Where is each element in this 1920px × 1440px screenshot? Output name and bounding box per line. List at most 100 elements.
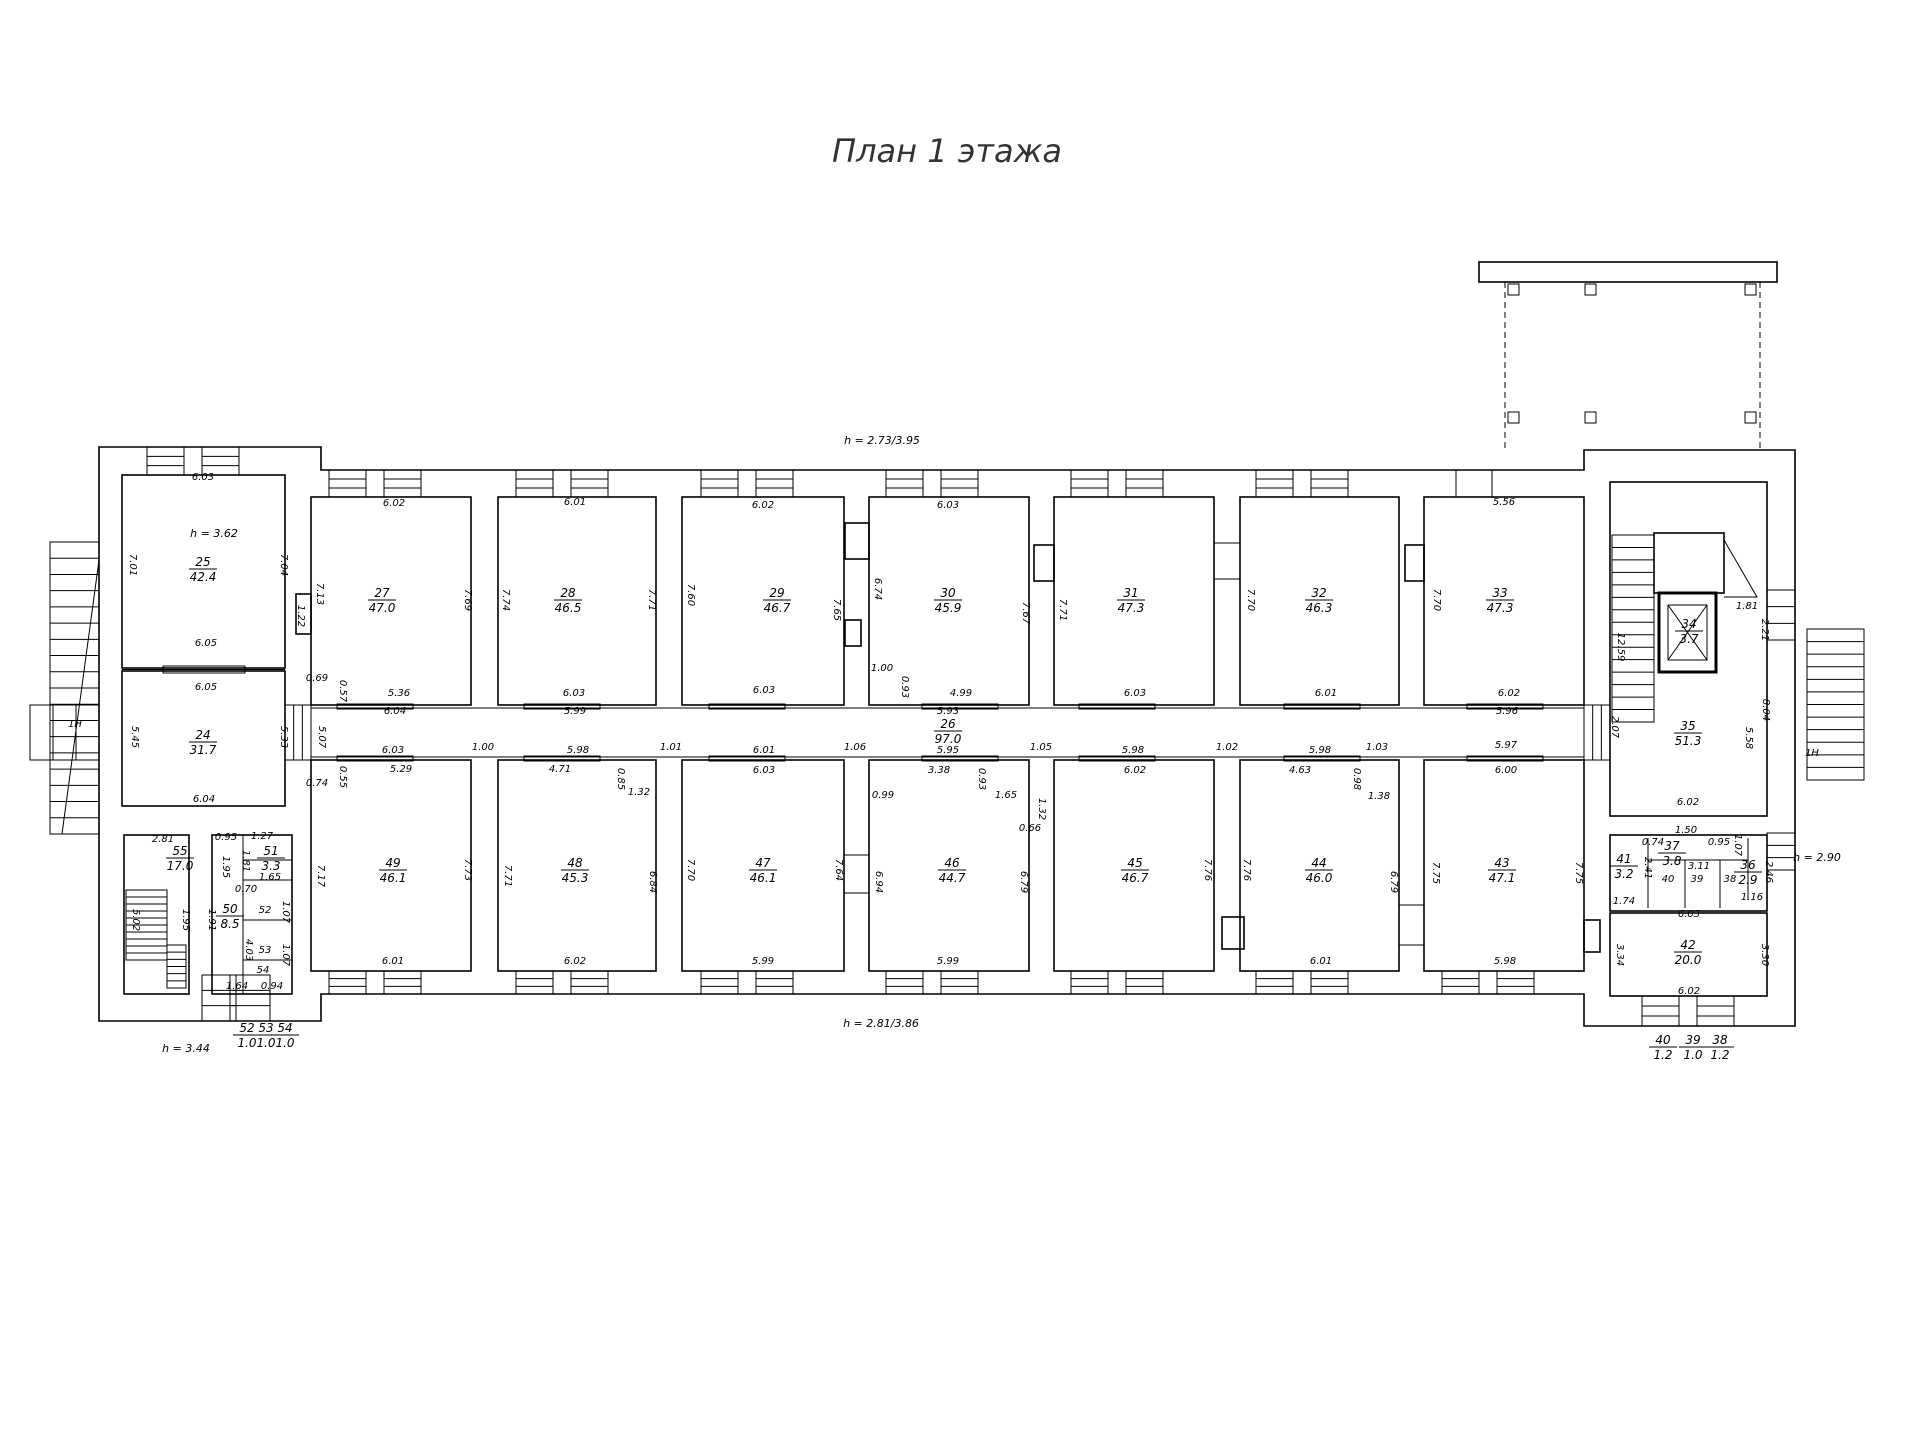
dimension-label: 1.27 [251,831,274,842]
dimension-label: 2.46 [1763,861,1774,883]
dimension-label: 0.99 [872,790,894,801]
windows [146,446,1735,1027]
dimension-label: 8.04 [1760,699,1771,721]
room-labels: 2542.42431.72747.02846.52946.73045.93147… [166,555,1762,1062]
dimension-label: 1.91 [206,909,217,931]
window [700,970,739,995]
door [921,755,999,762]
window [383,970,422,995]
door [523,755,601,762]
room-number: 36 [1740,858,1756,872]
door [523,703,601,710]
door [1466,703,1544,710]
dimension-label: 1.16 [1741,892,1763,903]
dimension-label: 6.03 [382,745,404,756]
room-area: 1.2 [1710,1048,1729,1062]
dimension-label: 2.81 [152,834,174,845]
room-area: 46.1 [380,871,407,885]
dimension-label: 5.98 [1122,745,1144,756]
stair-flight [1611,534,1655,723]
room-area: 45.3 [562,871,589,885]
room-label: 541.0 [271,1021,299,1050]
dimension-label: 7.71 [502,865,513,887]
dimension-label: 1.65 [995,790,1017,801]
dimension-label: 6.03 [192,472,214,483]
rooms [162,496,1585,972]
dimension-label: 12.59 [1615,633,1626,662]
dimension-label: 7.17 [315,865,326,888]
window [885,469,924,498]
dimension-label: 3.30 [1759,944,1770,966]
dimension-label: 6.02 [1678,986,1700,997]
dimension-label: 6.01 [1315,688,1337,699]
window [383,469,422,498]
room-label: 413.2 [1610,852,1638,881]
dimension-label: 0.69 [306,673,328,684]
dimension-label: 5.99 [752,956,774,967]
window [1070,469,1109,498]
stair-flight [284,704,312,761]
room-number: 37 [1664,839,1680,853]
door [1078,703,1156,710]
wall-notches [295,522,1601,953]
stair-flight [29,704,100,761]
dimension-label: 6.84 [647,871,658,893]
window [1310,469,1349,498]
window [1255,469,1294,498]
dimension-label: 6.01 [382,956,404,967]
dimension-label: 0.95 [215,832,237,843]
dimension-label: 53 [259,945,272,956]
dimension-label: 5.07 [316,726,327,749]
window [328,469,367,498]
room-area: 44.7 [939,871,966,885]
room-number: 49 [385,856,400,870]
room-area: 97.0 [935,732,962,746]
room-number: 27 [374,586,390,600]
room-number: 47 [755,856,771,870]
stair-flight [229,974,271,1022]
room-area: 46.3 [1306,601,1333,615]
dimension-label: 7.74 [500,589,511,611]
dimension-label: 1.64 [226,981,248,992]
dimension-label: 2.21 [1759,619,1770,641]
room-label: 508.5 [216,902,244,931]
dimension-label: 40 [1662,874,1675,885]
entrance-label-right: 1Н [1805,748,1819,759]
window [1496,970,1535,995]
window [940,970,979,995]
dimension-label: 0.55 [337,766,348,788]
window [755,469,794,498]
dimension-label: 4.63 [1289,765,1311,776]
room-number: 40 [1655,1033,1671,1047]
room-area: 47.1 [1489,871,1516,885]
dimension-label: 7.75 [1430,862,1441,884]
dimension-label: 4.03 [243,939,254,961]
dimension-label: 6.02 [564,956,586,967]
dimension-label: 5.96 [1496,706,1518,717]
dimension-label: 5.98 [567,745,589,756]
dimension-label: 6.74 [872,578,883,600]
dimension-label: 52 [259,905,272,916]
dimension-label: 6.02 [1124,765,1146,776]
window [1125,970,1164,995]
stair-flight [1583,704,1611,761]
room-number: 51 [263,844,278,858]
room-number: 50 [222,902,238,916]
dimension-label: 0.94 [261,981,283,992]
room-area: 51.3 [1675,734,1702,748]
door [1078,755,1156,762]
dimension-label: 7.73 [462,859,473,881]
stair-flight [1766,589,1796,641]
room-label: 521.0 [233,1021,261,1050]
dimension-label: 1.03 [1366,742,1388,753]
